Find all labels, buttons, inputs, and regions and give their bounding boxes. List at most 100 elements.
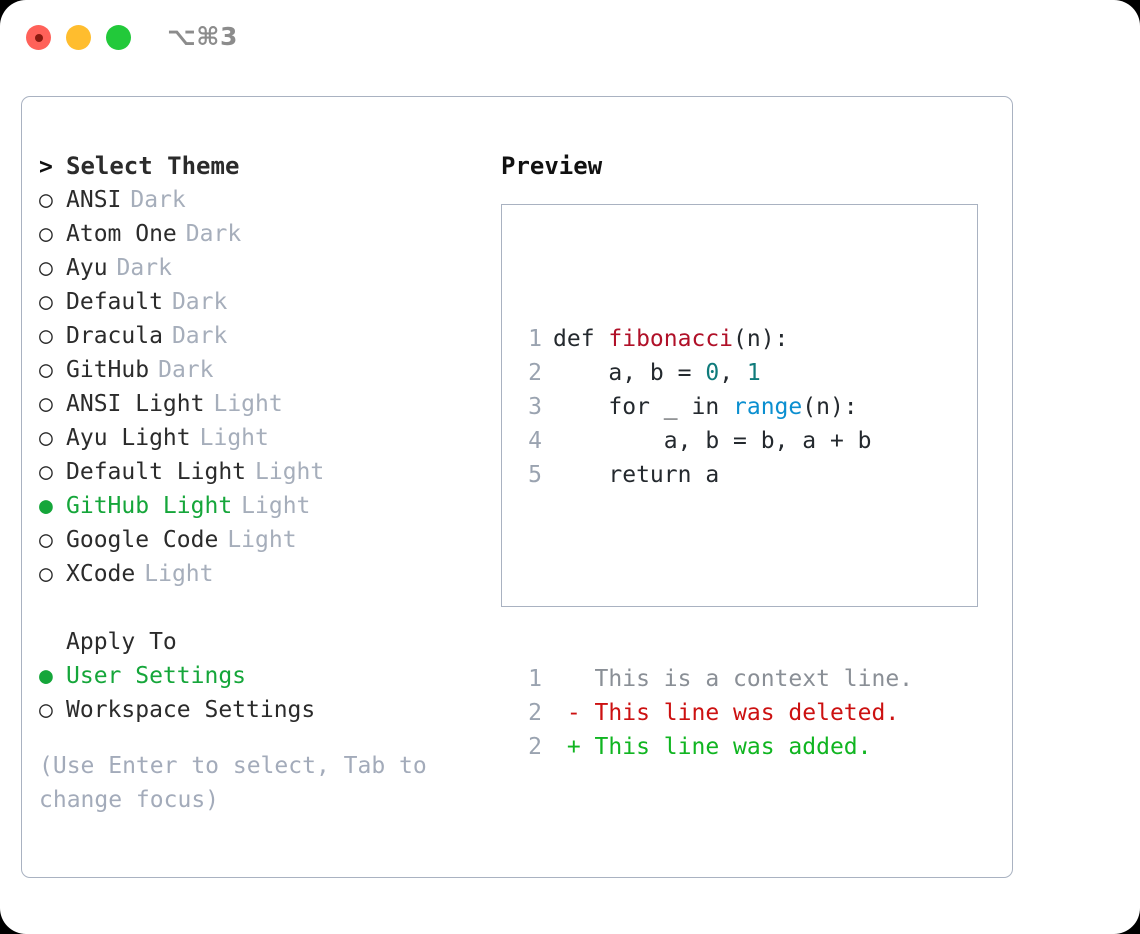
line-number: 4 bbox=[528, 428, 542, 454]
theme-item-label: Dracula bbox=[66, 323, 163, 349]
theme-item-label: Default Light bbox=[66, 459, 247, 485]
title-bar: ⌥⌘3 bbox=[0, 0, 1140, 76]
theme-item-variant: Light bbox=[255, 459, 325, 485]
code-line: 2 a, b = 0, 1 bbox=[518, 356, 913, 390]
code-token-num: 0 bbox=[705, 360, 720, 386]
radio-unselected-icon: ○ bbox=[39, 323, 53, 349]
line-number: 2 bbox=[528, 734, 542, 760]
theme-item[interactable]: ○ ANSI Light Light bbox=[39, 387, 469, 421]
keyboard-shortcut-label: ⌥⌘3 bbox=[167, 22, 238, 51]
theme-item-label: Ayu bbox=[66, 255, 108, 281]
theme-item-variant: Light bbox=[227, 527, 297, 553]
radio-unselected-icon: ○ bbox=[39, 357, 53, 383]
apply-to-title: Apply To bbox=[66, 629, 177, 655]
keyboard-hint-text: (Use Enter to select, Tab to change focu… bbox=[39, 753, 427, 813]
theme-item-label: XCode bbox=[66, 561, 136, 587]
theme-item-label: Google Code bbox=[66, 527, 219, 553]
theme-item-variant: Light bbox=[213, 391, 283, 417]
diff-block: 1 This is a context line.2 - This line w… bbox=[518, 662, 913, 764]
radio-unselected-icon: ○ bbox=[39, 697, 53, 723]
code-token-plain: return a bbox=[553, 462, 720, 488]
code-line: 4 a, b = b, a + b bbox=[518, 424, 913, 458]
apply-to-list: ● User Settings ○ Workspace Settings bbox=[39, 659, 469, 727]
code-line: 3 for _ in range(n): bbox=[518, 390, 913, 424]
theme-item-variant: Light bbox=[241, 493, 311, 519]
code-token-plain: a, b = bbox=[553, 360, 706, 386]
close-light[interactable] bbox=[26, 25, 51, 50]
theme-item-variant: Dark bbox=[158, 357, 214, 383]
theme-item[interactable]: ○ XCode Light bbox=[39, 557, 469, 591]
radio-unselected-icon: ○ bbox=[39, 425, 53, 451]
line-number: 5 bbox=[528, 462, 542, 488]
diff-line: 2 - This line was deleted. bbox=[518, 696, 913, 730]
apply-to-option[interactable]: ● User Settings bbox=[39, 659, 469, 693]
minimize-light[interactable] bbox=[66, 25, 91, 50]
section-spacer bbox=[39, 591, 469, 625]
line-number: 2 bbox=[528, 360, 542, 386]
diff-line: 1 This is a context line. bbox=[518, 662, 913, 696]
code-token-add: + This line was added. bbox=[553, 734, 872, 760]
theme-item-label: Atom One bbox=[66, 221, 177, 247]
theme-item[interactable]: ○ Ayu Dark bbox=[39, 251, 469, 285]
code-token-builtin: range bbox=[733, 394, 803, 420]
apply-to-option[interactable]: ○ Workspace Settings bbox=[39, 693, 469, 727]
radio-unselected-icon: ○ bbox=[39, 391, 53, 417]
theme-item-variant: Dark bbox=[130, 187, 186, 213]
theme-item-variant: Light bbox=[144, 561, 214, 587]
theme-item[interactable]: ○ GitHub Dark bbox=[39, 353, 469, 387]
code-token-plain: , bbox=[719, 360, 747, 386]
select-theme-title: Select Theme bbox=[66, 152, 240, 180]
code-token-plain: for _ in bbox=[553, 394, 734, 420]
line-number: 3 bbox=[528, 394, 542, 420]
radio-unselected-icon: ○ bbox=[39, 561, 53, 587]
code-token-ctx: This is a context line. bbox=[553, 666, 914, 692]
code-token-func: fibonacci bbox=[608, 326, 734, 352]
radio-unselected-icon: ○ bbox=[39, 527, 53, 553]
theme-item[interactable]: ○ Ayu Light Light bbox=[39, 421, 469, 455]
code-token-del: - This line was deleted. bbox=[553, 700, 900, 726]
theme-item-variant: Dark bbox=[116, 255, 172, 281]
theme-item-variant: Light bbox=[199, 425, 269, 451]
line-number: 2 bbox=[528, 700, 542, 726]
prompt-caret-icon: > bbox=[39, 154, 53, 180]
theme-item-label: Ayu Light bbox=[66, 425, 191, 451]
radio-selected-icon: ● bbox=[39, 663, 53, 689]
code-token-num: 1 bbox=[746, 360, 761, 386]
theme-item[interactable]: ● GitHub Light Light bbox=[39, 489, 469, 523]
theme-item[interactable]: ○ Dracula Dark bbox=[39, 319, 469, 353]
radio-unselected-icon: ○ bbox=[39, 221, 53, 247]
apply-to-title-row: ○Apply To bbox=[39, 625, 469, 659]
zoom-light[interactable] bbox=[106, 25, 131, 50]
theme-item-label: GitHub bbox=[66, 357, 150, 383]
theme-item-variant: Dark bbox=[171, 289, 228, 315]
line-number: 1 bbox=[528, 326, 542, 352]
theme-item-label: GitHub Light bbox=[66, 493, 233, 519]
code-token-plain: (n): bbox=[802, 394, 858, 420]
radio-unselected-icon: ○ bbox=[39, 255, 53, 281]
line-number: 1 bbox=[528, 666, 542, 692]
select-theme-header: > Select Theme bbox=[39, 149, 469, 183]
theme-item-label: ANSI Light bbox=[66, 391, 205, 417]
code-token-plain: (n): bbox=[733, 326, 789, 352]
preview-title: Preview bbox=[501, 152, 603, 180]
apply-to-option-label: Workspace Settings bbox=[66, 697, 316, 723]
theme-item-variant: Dark bbox=[171, 323, 228, 349]
theme-item[interactable]: ○ Google Code Light bbox=[39, 523, 469, 557]
theme-item-label: ANSI bbox=[66, 187, 122, 213]
radio-selected-icon: ● bbox=[39, 493, 53, 519]
diff-line: 2 + This line was added. bbox=[518, 730, 913, 764]
traffic-lights bbox=[26, 25, 131, 50]
apply-to-option-label: User Settings bbox=[66, 663, 247, 689]
